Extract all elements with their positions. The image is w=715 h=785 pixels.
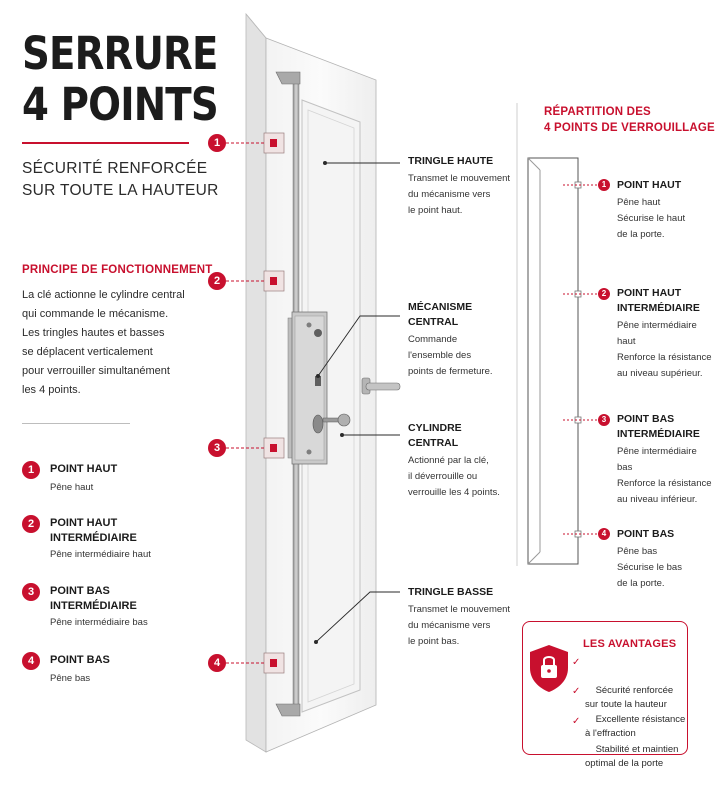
top-hook: [275, 71, 301, 85]
point-desc: Pêne haut: [50, 482, 94, 493]
page-title: SERRURE 4 POINTS: [22, 27, 219, 131]
rep-desc: Pêne intermédiaire haut Renforce la rési…: [617, 320, 712, 379]
rep-desc: Pêne intermédiaire bas Renforce la résis…: [617, 446, 712, 505]
callout-title: CYLINDRE CENTRAL: [408, 422, 462, 449]
avantage-text: Excellente résistance à l'effraction: [585, 714, 686, 739]
rep-desc: Pêne haut Sécurise le haut de la porte.: [617, 197, 686, 240]
schematic-door: [527, 157, 579, 565]
badge-4: 4: [22, 652, 40, 670]
callout-title: MÉCANISME CENTRAL: [408, 301, 473, 328]
checkmark-icon: ✓: [572, 716, 581, 727]
point-desc: Pêne bas: [50, 673, 91, 684]
callout-desc: Transmet le mouvement du mécanisme vers …: [408, 173, 511, 216]
callout-cylindre: CYLINDRE CENTRAL Actionné par la clé, il…: [408, 421, 500, 501]
door-badge-1: 1: [208, 134, 226, 152]
point-desc: Pêne intermédiaire bas: [50, 617, 148, 628]
rep-item-3: POINT BAS INTERMÉDIAIRE Pêne intermédiai…: [617, 412, 712, 508]
callout-desc: Actionné par la clé, il déverrouille ou …: [408, 455, 500, 498]
door-illustration: [226, 12, 598, 753]
rep-item-1: POINT HAUT Pêne haut Sécurise le haut de…: [617, 178, 685, 243]
callout-desc: Commande l'ensemble des points de fermet…: [408, 334, 493, 377]
rep-badge-2: 2: [598, 288, 610, 300]
callout-mecanisme: MÉCANISME CENTRAL Commande l'ensemble de…: [408, 300, 493, 380]
rep-title: POINT HAUT INTERMÉDIAIRE: [617, 287, 700, 314]
lock-point-4: [263, 652, 285, 674]
avantage-item-3: ✓ Stabilité et maintien optimal de la po…: [572, 715, 679, 785]
principle-text: La clé actionne le cylindre central qui …: [22, 289, 185, 396]
upper-rod: [292, 77, 300, 317]
lock-point-3: [263, 437, 285, 459]
rep-title: POINT HAUT: [617, 179, 682, 191]
point-title: POINT HAUT INTERMÉDIAIRE: [50, 517, 137, 544]
badge-1: 1: [22, 461, 40, 479]
rep-badge-4: 4: [598, 528, 610, 540]
title-underline: [22, 142, 189, 144]
lock-point-2: [263, 270, 285, 292]
door-badge-2: 2: [208, 272, 226, 290]
avantage-item-2: ✓ Excellente résistance à l'effraction: [572, 685, 686, 755]
lock-point-1: [263, 132, 285, 154]
repartition-heading: RÉPARTITION DES 4 POINTS DE VERROUILLAGE: [544, 106, 715, 134]
point-title: POINT BAS: [50, 654, 110, 666]
avantages-heading: LES AVANTAGES: [583, 638, 677, 650]
callout-desc: Transmet le mouvement du mécanisme vers …: [408, 604, 511, 647]
badge-3: 3: [22, 583, 40, 601]
point-title: POINT BAS INTERMÉDIAIRE: [50, 585, 137, 612]
rep-title: POINT BAS: [617, 528, 675, 540]
rep-badge-1: 1: [598, 179, 610, 191]
door-edge: [245, 12, 267, 753]
principle-heading: PRINCIPE DE FONCTIONNEMENT: [22, 264, 213, 276]
rep-title: POINT BAS INTERMÉDIAIRE: [617, 413, 700, 440]
callout-title: TRINGLE HAUTE: [408, 155, 494, 167]
badge-2: 2: [22, 515, 40, 533]
point-desc: Pêne intermédiaire haut: [50, 549, 151, 560]
point-title: POINT HAUT: [50, 463, 118, 475]
avantage-item-1: ✓ Sécurité renforcée sur toute la hauteu…: [572, 656, 674, 726]
page-subtitle: SÉCURITÉ RENFORCÉE SUR TOUTE LA HAUTEUR: [22, 160, 219, 199]
rep-item-2: POINT HAUT INTERMÉDIAIRE Pêne intermédia…: [617, 286, 712, 382]
callout-title: TRINGLE BASSE: [408, 586, 494, 598]
avantage-text: Stabilité et maintien optimal de la port…: [585, 744, 679, 769]
avantages-box: LES AVANTAGES ✓ Sécurité renforcée sur t…: [522, 621, 688, 769]
rep-item-4: POINT BAS Pêne bas Sécurise le bas de la…: [617, 527, 682, 592]
rep-desc: Pêne bas Sécurise le bas de la porte.: [617, 546, 682, 589]
door-badge-4: 4: [208, 654, 226, 672]
callout-tringle-haute: TRINGLE HAUTE Transmet le mouvement du m…: [408, 154, 510, 219]
callout-tringle-basse: TRINGLE BASSE Transmet le mouvement du m…: [408, 585, 510, 650]
rep-badge-3: 3: [598, 414, 610, 426]
door-panel: [301, 99, 361, 713]
padlock-shield-icon: [530, 645, 568, 692]
bottom-hook: [275, 703, 301, 717]
checkmark-icon: ✓: [572, 686, 581, 697]
section-divider: [22, 423, 130, 424]
lower-rod: [292, 459, 300, 707]
door-badge-3: 3: [208, 439, 226, 457]
door-handle: [365, 382, 401, 391]
avantage-text: Sécurité renforcée sur toute la hauteur: [585, 685, 674, 710]
checkmark-icon: ✓: [572, 657, 581, 668]
